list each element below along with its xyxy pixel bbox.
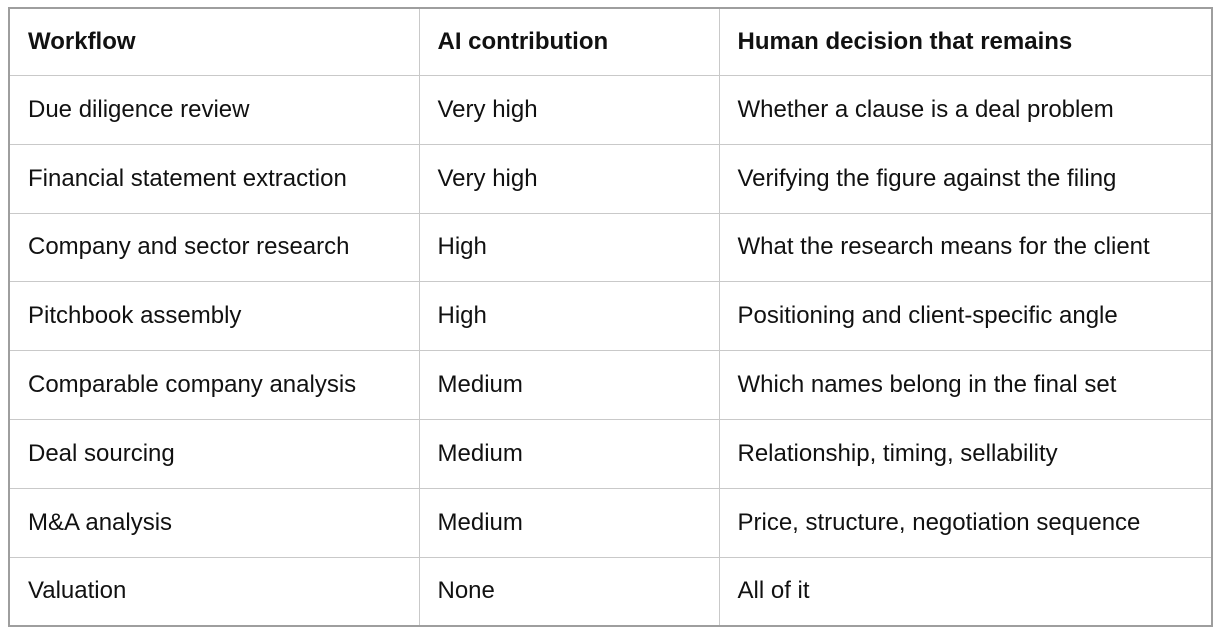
cell-human-decision: Whether a clause is a deal problem	[718, 75, 1213, 145]
cell-workflow: Financial statement extraction	[8, 143, 420, 214]
cell-human-decision: Positioning and client-specific angle	[718, 281, 1213, 352]
header-workflow: Workflow	[8, 7, 420, 76]
cell-workflow: Pitchbook assembly	[8, 281, 420, 352]
cell-human-decision: What the research means for the client	[718, 212, 1213, 283]
workflow-table-container: Workflow AI contribution Human decision …	[8, 7, 1213, 628]
workflow-table: Workflow AI contribution Human decision …	[8, 7, 1213, 628]
cell-human-decision: All of it	[718, 556, 1213, 628]
cell-ai-contribution: Very high	[418, 143, 720, 214]
table-header-row: Workflow AI contribution Human decision …	[8, 7, 1213, 76]
table-row: M&A analysis Medium Price, structure, ne…	[8, 487, 1213, 558]
cell-ai-contribution: Medium	[418, 350, 720, 420]
table-row: Due diligence review Very high Whether a…	[8, 75, 1213, 145]
table-row: Valuation None All of it	[8, 556, 1213, 628]
header-ai-contribution: AI contribution	[418, 7, 720, 76]
table-row: Pitchbook assembly High Positioning and …	[8, 281, 1213, 352]
table-row: Company and sector research High What th…	[8, 212, 1213, 283]
cell-workflow: Company and sector research	[8, 212, 420, 283]
table-row: Comparable company analysis Medium Which…	[8, 350, 1213, 420]
cell-workflow: M&A analysis	[8, 487, 420, 558]
cell-workflow: Comparable company analysis	[8, 350, 420, 420]
cell-workflow: Deal sourcing	[8, 418, 420, 489]
cell-workflow: Valuation	[8, 556, 420, 628]
table-row: Deal sourcing Medium Relationship, timin…	[8, 418, 1213, 489]
cell-human-decision: Verifying the figure against the filing	[718, 143, 1213, 214]
table-row: Financial statement extraction Very high…	[8, 143, 1213, 214]
cell-ai-contribution: Medium	[418, 418, 720, 489]
cell-ai-contribution: Medium	[418, 487, 720, 558]
cell-ai-contribution: None	[418, 556, 720, 628]
cell-human-decision: Price, structure, negotiation sequence	[718, 487, 1213, 558]
header-human-decision: Human decision that remains	[718, 7, 1213, 76]
cell-ai-contribution: High	[418, 212, 720, 283]
cell-human-decision: Which names belong in the final set	[718, 350, 1213, 420]
cell-human-decision: Relationship, timing, sellability	[718, 418, 1213, 489]
cell-ai-contribution: High	[418, 281, 720, 352]
cell-workflow: Due diligence review	[8, 75, 420, 145]
cell-ai-contribution: Very high	[418, 75, 720, 145]
